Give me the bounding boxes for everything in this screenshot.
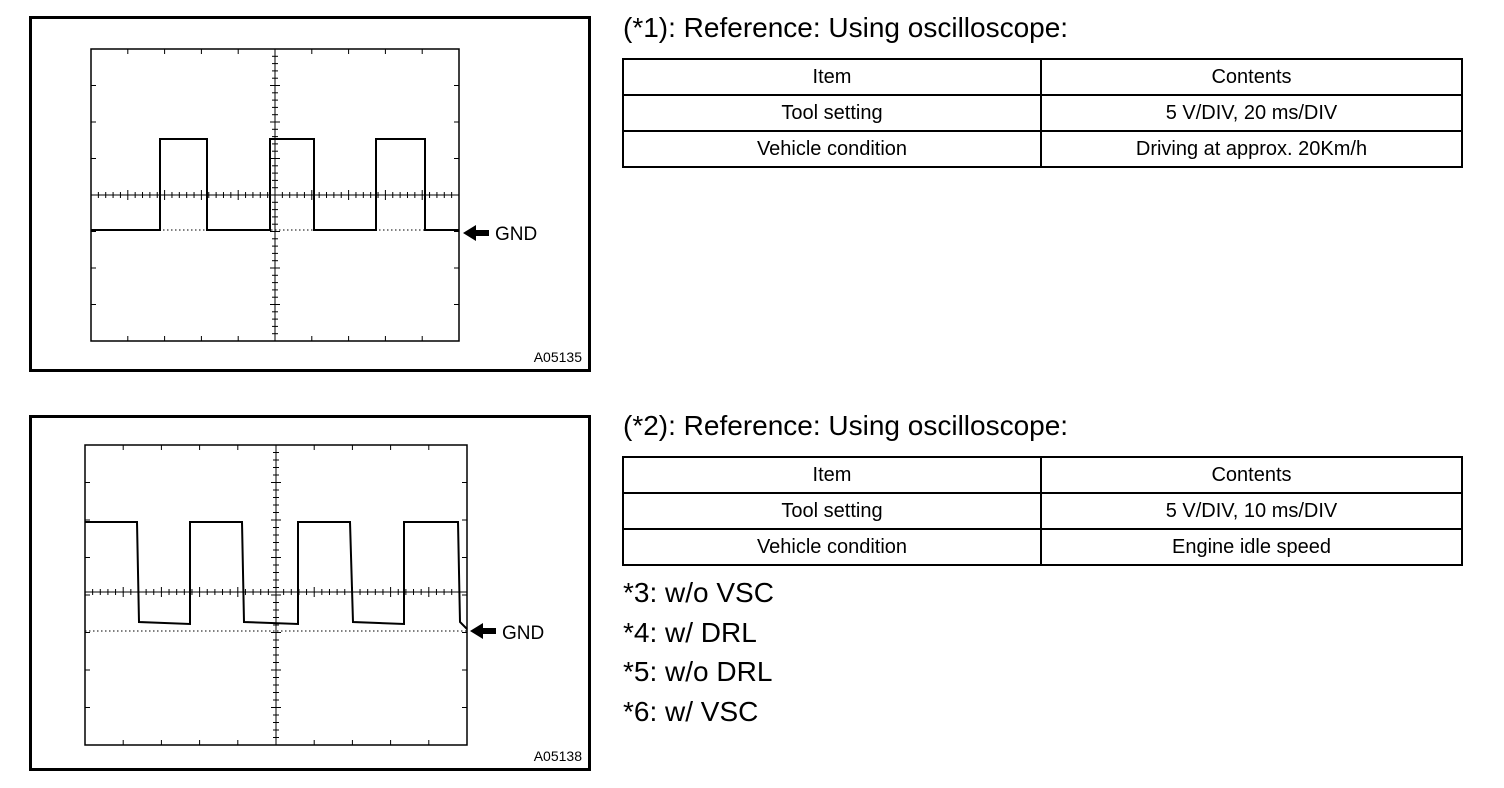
row-item: Vehicle condition <box>622 528 1042 566</box>
note-item: *6: w/ VSC <box>623 695 759 727</box>
section-2-heading: (*2): Reference: Using oscilloscope: <box>623 410 1069 441</box>
table-row: Vehicle condition Engine idle speed <box>622 528 1463 566</box>
oscilloscope-figure-1: GND A05135 <box>29 16 591 372</box>
table-row: Tool setting 5 V/DIV, 10 ms/DIV <box>622 492 1463 530</box>
waveform-trace <box>91 138 459 231</box>
header-contents: Contents <box>1040 456 1463 494</box>
row-item: Tool setting <box>622 94 1042 132</box>
oscilloscope-figure-2: GND A05138 <box>29 415 591 771</box>
note-item: *3: w/o VSC <box>623 577 774 608</box>
reference-table-2: Item Contents Tool setting 5 V/DIV, 10 m… <box>622 456 1463 566</box>
table-row: Tool setting 5 V/DIV, 20 ms/DIV <box>622 94 1463 132</box>
note-item: *5: w/o DRL <box>623 656 773 687</box>
oscilloscope-screen-2: GND <box>84 444 544 746</box>
header-contents: Contents <box>1040 58 1463 96</box>
gnd-arrow <box>463 225 489 241</box>
figure-code: A05135 <box>533 349 582 365</box>
row-item: Tool setting <box>622 492 1042 530</box>
row-contents: Driving at approx. 20Km/h <box>1040 130 1463 168</box>
header-item: Item <box>622 58 1042 96</box>
oscilloscope-screen-1: GND <box>90 48 537 342</box>
gnd-arrow <box>470 623 496 639</box>
row-contents: 5 V/DIV, 20 ms/DIV <box>1040 94 1463 132</box>
division-ticks <box>84 444 468 746</box>
gnd-label: GND <box>502 623 544 644</box>
row-item: Vehicle condition <box>622 130 1042 168</box>
division-ticks <box>90 48 460 342</box>
table-header-row: Item Contents <box>622 456 1463 494</box>
section-1-heading: (*1): Reference: Using oscilloscope: <box>623 12 1069 43</box>
row-contents: Engine idle speed <box>1040 528 1463 566</box>
gnd-label: GND <box>495 224 537 245</box>
reference-table-1: Item Contents Tool setting 5 V/DIV, 20 m… <box>622 58 1463 168</box>
table-header-row: Item Contents <box>622 58 1463 96</box>
header-item: Item <box>622 456 1042 494</box>
note-item: *4: w/ DRL <box>623 616 757 648</box>
figure-code: A05138 <box>533 748 582 764</box>
waveform-trace <box>85 521 468 630</box>
footnotes: *3: w/o VSC *4: w/ DRL *5: w/o DRL *6: w… <box>623 573 774 731</box>
table-row: Vehicle condition Driving at approx. 20K… <box>622 130 1463 168</box>
row-contents: 5 V/DIV, 10 ms/DIV <box>1040 492 1463 530</box>
